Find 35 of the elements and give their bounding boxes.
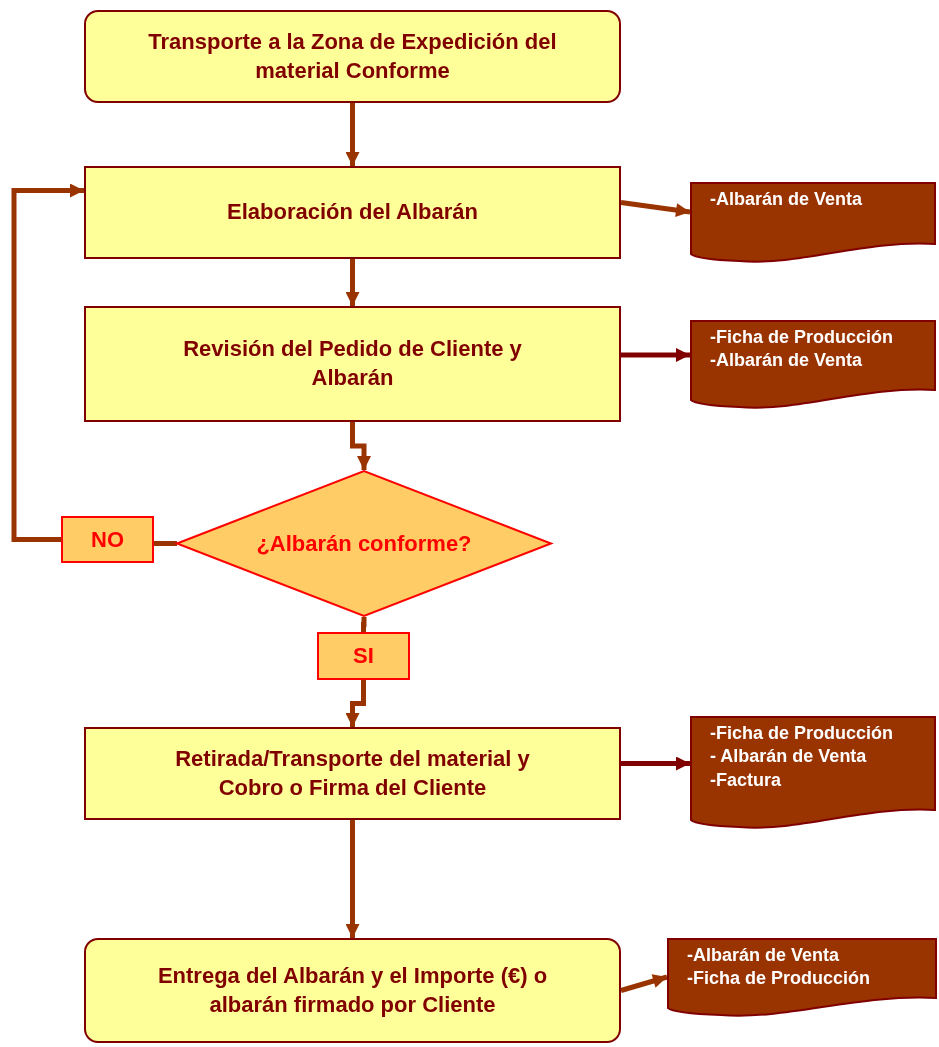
branch-label: NO	[91, 526, 124, 553]
document-item: -Albarán de Venta	[710, 188, 863, 211]
arrow	[345, 680, 366, 727]
branch-label-box	[61, 516, 154, 563]
step-text: Transporte a la Zona de Expedición del material Conforme	[147, 27, 558, 85]
step-text: Retirada/Transporte del material y Cobro o Firma del Cliente	[174, 744, 531, 802]
step-text: Entrega del Albarán y el Importe (€) o albarán firmado por Cliente	[156, 961, 549, 1019]
process-box	[84, 727, 621, 820]
decision-text: ¿Albarán conforme?	[256, 529, 472, 558]
terminal-box	[84, 938, 621, 1043]
document-item: -Ficha de Producción	[710, 326, 894, 349]
arrow	[345, 259, 360, 306]
arrow	[11, 183, 84, 542]
arrow	[621, 348, 690, 362]
connector-line	[154, 541, 177, 546]
arrow	[620, 974, 668, 993]
step-text: Elaboración del Albarán	[227, 198, 478, 227]
arrow	[621, 756, 690, 771]
document-item: -Albarán de Venta	[710, 349, 863, 373]
process-box	[84, 306, 621, 422]
connector-line	[361, 617, 367, 632]
arrow	[350, 422, 371, 470]
document-item: -Ficha de Producción	[710, 722, 894, 745]
document-item: -Factura	[710, 768, 781, 792]
arrow	[345, 820, 360, 938]
document-item: -Ficha de Producción	[687, 967, 871, 991]
branch-label-box	[317, 632, 410, 680]
terminal-box	[84, 10, 621, 103]
arrow	[620, 200, 691, 218]
step-text: Revisión del Pedido de Cliente y Albarán	[182, 335, 523, 392]
document-item: - Albarán de Venta	[710, 745, 867, 769]
document-item: -Albarán de Venta	[687, 944, 840, 967]
process-box	[84, 166, 621, 259]
arrow	[345, 103, 360, 166]
branch-label: SI	[353, 643, 374, 669]
